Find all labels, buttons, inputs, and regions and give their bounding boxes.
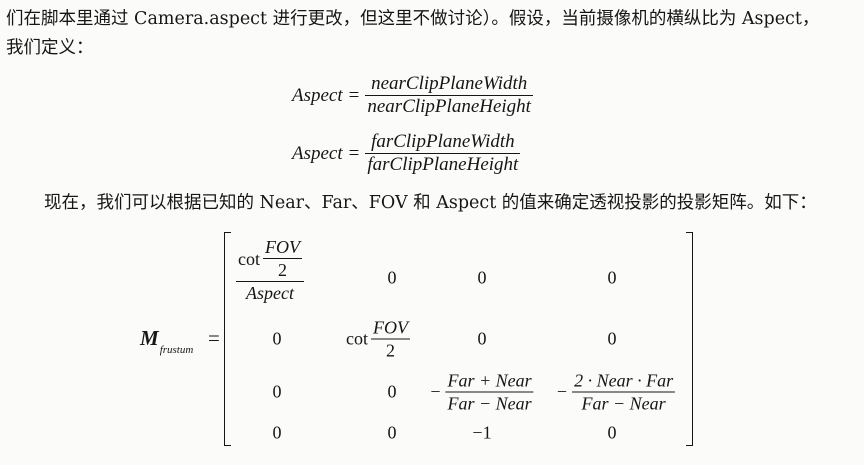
fraction-bar bbox=[263, 258, 302, 259]
fraction-numerator: nearClipPlaneWidth bbox=[371, 73, 528, 94]
fov-half-fraction: FOV 2 bbox=[371, 317, 410, 362]
matrix-subscript: frustum bbox=[159, 344, 194, 356]
matrix-cell-r2-c1: 0 bbox=[387, 381, 397, 402]
matrix-cell-r0-c3: 0 bbox=[607, 267, 617, 288]
matrix-symbol: Mfrustum bbox=[140, 326, 194, 356]
fraction-numerator: FOV bbox=[265, 237, 300, 257]
right-bracket bbox=[686, 232, 693, 446]
matrix-cell-r1-c3: 0 bbox=[607, 328, 617, 349]
matrix-equals-sign: = bbox=[208, 326, 220, 350]
matrix-cell-r3-c3: 0 bbox=[607, 422, 617, 443]
fraction-numerator: 2 · Near · Far bbox=[574, 370, 674, 391]
matrix-cell-r0-c2: 0 bbox=[477, 267, 487, 288]
aspect-equation-far: Aspect = farClipPlaneWidth farClipPlaneH… bbox=[292, 131, 521, 176]
two-near-far-fraction: 2 · Near · Far Far − Near bbox=[572, 370, 676, 415]
cot-function: cot bbox=[346, 328, 368, 349]
matrix-cell-r0-c1: 0 bbox=[387, 267, 397, 288]
matrix-cell-r2-c3: − 2 · Near · Far Far − Near bbox=[556, 370, 676, 415]
cot-function: cot bbox=[238, 248, 260, 269]
fraction-numerator: FOV bbox=[373, 317, 408, 338]
fraction-numerator: Far + Near bbox=[447, 370, 532, 391]
fraction-numerator: farClipPlaneWidth bbox=[371, 131, 515, 152]
fraction-denominator: farClipPlaneHeight bbox=[367, 154, 519, 175]
equation-lhs: Aspect bbox=[292, 142, 343, 164]
fraction-denominator: Aspect bbox=[246, 283, 294, 303]
fraction-denominator: Far − Near bbox=[581, 393, 666, 414]
minus-sign: − bbox=[430, 381, 441, 402]
fov-half-fraction: FOV 2 bbox=[263, 236, 302, 281]
paragraph-line-3: 现在，我们可以根据已知的 Near、Far、FOV 和 Aspect 的值来确定… bbox=[44, 193, 817, 213]
cot-over-aspect-fraction: cot FOV 2 Aspect bbox=[236, 236, 304, 304]
matrix-cell-r0-c0: cot FOV 2 Aspect bbox=[236, 236, 304, 304]
paragraph-line-1: 们在脚本里通过 Camera.aspect 进行更改，但这里不做讨论）。假设，当… bbox=[6, 9, 820, 29]
fraction-bar bbox=[572, 391, 676, 393]
fraction-denominator: 2 bbox=[386, 340, 395, 361]
matrix-cell-r2-c0: 0 bbox=[272, 381, 282, 402]
matrix-cell-r1-c1: cot FOV 2 bbox=[346, 317, 410, 362]
fraction-bar bbox=[236, 281, 304, 282]
left-bracket bbox=[224, 232, 231, 446]
matrix-cell-r3-c0: 0 bbox=[272, 422, 282, 443]
far-clip-fraction: farClipPlaneWidth farClipPlaneHeight bbox=[365, 131, 521, 176]
matrix-cell-r3-c2: −1 bbox=[472, 422, 492, 443]
matrix-cell-r1-c2: 0 bbox=[477, 328, 487, 349]
aspect-equation-near: Aspect = nearClipPlaneWidth nearClipPlan… bbox=[292, 73, 533, 118]
minus-sign: − bbox=[556, 381, 568, 402]
matrix-cell-r3-c1: 0 bbox=[387, 422, 397, 443]
fraction-denominator: Far − Near bbox=[447, 393, 532, 414]
matrix-cell-r2-c2: − Far + Near Far − Near bbox=[430, 370, 534, 415]
fraction-bar bbox=[365, 95, 533, 96]
paragraph-line-2: 我们定义： bbox=[6, 38, 94, 58]
near-clip-fraction: nearClipPlaneWidth nearClipPlaneHeight bbox=[365, 73, 533, 118]
fraction-bar bbox=[445, 391, 534, 393]
far-near-fraction: Far + Near Far − Near bbox=[445, 370, 534, 415]
fraction-bar bbox=[365, 153, 521, 154]
equation-lhs: Aspect bbox=[292, 84, 343, 106]
matrix-cell-r1-c0: 0 bbox=[272, 328, 282, 349]
equals-sign: = bbox=[348, 84, 360, 106]
equals-sign: = bbox=[348, 142, 360, 164]
fraction-denominator: 2 bbox=[278, 260, 287, 280]
fraction-denominator: nearClipPlaneHeight bbox=[367, 96, 531, 117]
fraction-bar bbox=[371, 338, 410, 340]
projection-matrix: Mfrustum = cot FOV 2 Aspect 0 0 0 0 cot … bbox=[140, 232, 700, 446]
